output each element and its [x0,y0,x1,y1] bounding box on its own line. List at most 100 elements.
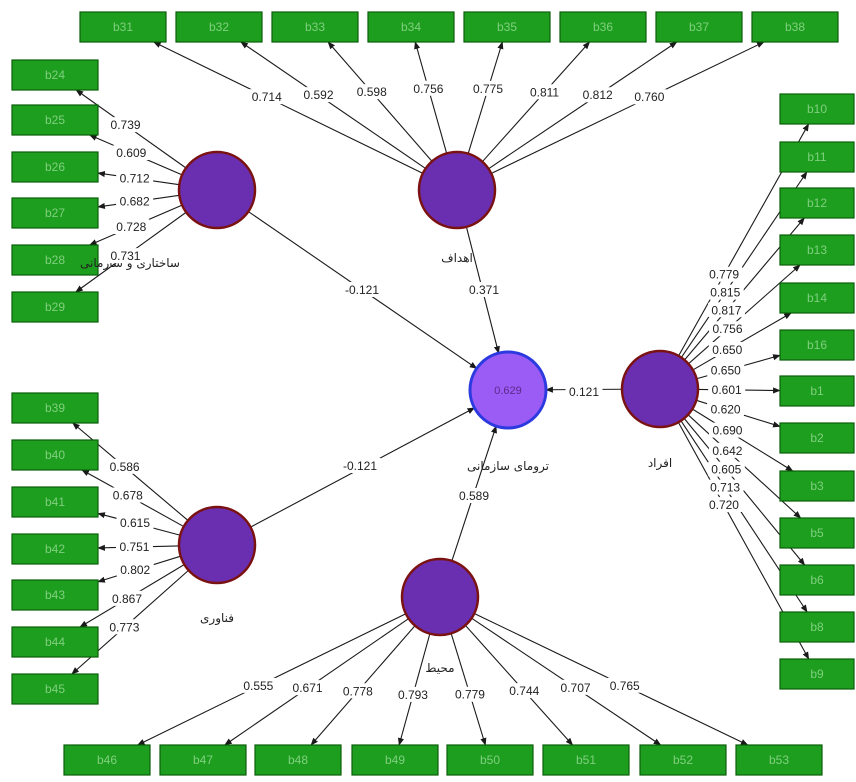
loading-label-b50-text: 0.779 [455,688,485,702]
indicator-box [271,11,359,43]
indicator-b48[interactable]: b48 [254,744,342,776]
loading-label-b45: 0.773 [105,619,143,635]
indicator-label: b2 [810,431,824,445]
loading-label-b9-text: 0.720 [709,498,739,512]
indicator-box [735,744,823,776]
indicator-label: b36 [593,20,613,34]
indicator-b51[interactable]: b51 [542,744,630,776]
loading-arrow-b3 [692,408,794,472]
construct-circle [620,349,700,429]
indicator-b45[interactable]: b45 [11,673,99,705]
indicator-b50[interactable]: b50 [446,744,534,776]
indicator-b37[interactable]: b37 [655,11,743,43]
indicator-b5[interactable]: b5 [779,517,855,549]
indicator-b3[interactable]: b3 [779,470,855,502]
indicator-b35[interactable]: b35 [463,11,551,43]
indicator-b13[interactable]: b13 [779,234,855,266]
path-coef-organizational-bg [340,282,384,297]
indicator-label: b29 [45,300,65,314]
indicator-box [779,141,855,173]
indicator-b10[interactable]: b10 [779,93,855,125]
indicator-b27[interactable]: b27 [11,197,99,229]
indicator-b44[interactable]: b44 [11,626,99,658]
loading-label-b2-text: 0.620 [711,402,741,416]
indicator-b33[interactable]: b33 [271,11,359,43]
indicator-b1[interactable]: b1 [779,375,855,407]
construct-organizational[interactable]: ساختاری و سازمانی [80,150,257,271]
indicator-b32[interactable]: b32 [175,11,263,43]
indicator-b39[interactable]: b39 [11,392,99,424]
construct-technology[interactable]: فناوری [177,505,257,626]
indicator-box [11,486,99,518]
indicator-box [559,11,647,43]
indicator-b28[interactable]: b28 [11,244,99,276]
loading-label-b11-bg [706,284,744,300]
indicator-b46[interactable]: b46 [63,744,151,776]
construct-circle [417,150,497,230]
indicator-b11[interactable]: b11 [779,141,855,173]
r-squared-value: 0.629 [494,385,522,397]
indicator-b16[interactable]: b16 [779,329,855,361]
indicator-b40[interactable]: b40 [11,439,99,471]
loading-label-b5-bg [708,442,746,458]
loading-label-b13: 0.756 [709,321,747,337]
construct-people[interactable]: افراد [620,349,700,471]
construct-environment[interactable]: محیط [400,557,480,675]
indicator-b34[interactable]: b34 [367,11,455,43]
path-coef-environment: 0.589 [455,488,493,503]
indicator-b24[interactable]: b24 [11,59,99,91]
loading-label-b49: 0.793 [394,686,432,702]
indicator-box [779,282,855,314]
construct-circle [177,150,257,230]
loading-label-b41: 0.615 [116,515,154,531]
loading-label-b13-text: 0.756 [712,322,742,336]
indicator-b36[interactable]: b36 [559,11,647,43]
indicator-b53[interactable]: b53 [735,744,823,776]
indicator-b29[interactable]: b29 [11,291,99,323]
indicator-label: b49 [385,753,405,767]
indicator-b31[interactable]: b31 [79,11,167,43]
indicator-box [779,375,855,407]
loading-label-b46-bg [239,677,277,693]
indicator-b6[interactable]: b6 [779,564,855,596]
loading-label-b16: 0.650 [707,362,745,378]
loading-label-b3-text: 0.690 [712,424,742,438]
indicator-b42[interactable]: b42 [11,533,99,565]
indicator-b12[interactable]: b12 [779,187,855,219]
loading-label-b33-bg [353,84,391,100]
loading-arrow-b34 [414,41,448,154]
indicator-box [779,517,855,549]
construct-circle [177,505,257,585]
loading-label-b34-text: 0.756 [413,82,443,96]
indicator-b38[interactable]: b38 [751,11,839,43]
loading-label-b39: 0.586 [106,458,144,474]
indicator-label: b41 [45,495,65,509]
indicator-b2[interactable]: b2 [779,422,855,454]
indicator-b43[interactable]: b43 [11,579,99,611]
loading-label-b28-text: 0.728 [116,220,146,234]
loading-label-b1-bg [708,381,746,397]
indicator-label: b12 [807,196,827,210]
indicator-label: b50 [480,753,500,767]
loading-label-b42-text: 0.751 [119,540,149,554]
indicator-b49[interactable]: b49 [351,744,439,776]
loading-label-b5: 0.642 [708,442,746,458]
indicator-b14[interactable]: b14 [779,282,855,314]
construct-goals[interactable]: اهداف [417,150,497,265]
indicator-b9[interactable]: b9 [779,658,855,690]
loading-label-b27-text: 0.682 [120,195,150,209]
indicator-b8[interactable]: b8 [779,611,855,643]
indicator-b26[interactable]: b26 [11,151,99,183]
indicator-label: b16 [807,338,827,352]
indicator-label: b6 [810,573,824,587]
loading-label-b47-text: 0.671 [293,681,323,695]
loading-label-b12: 0.817 [707,302,745,318]
loading-label-b9: 0.720 [705,497,743,513]
construct-name: فناوری [200,611,234,626]
indicator-b52[interactable]: b52 [639,744,727,776]
loading-label-b6-bg [707,461,745,477]
indicator-b47[interactable]: b47 [159,744,247,776]
indicator-b25[interactable]: b25 [11,104,99,136]
indicator-b41[interactable]: b41 [11,486,99,518]
